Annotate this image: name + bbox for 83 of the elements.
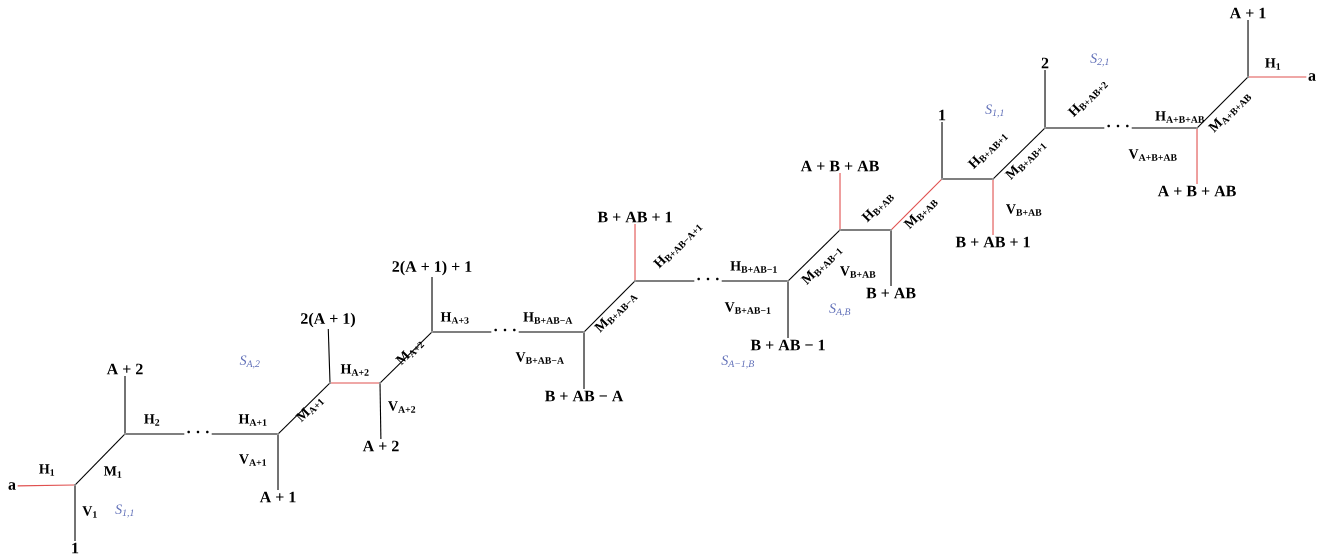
line-segment <box>1131 127 1197 129</box>
end-label: A + B + AB <box>1157 185 1236 197</box>
edge-label: H$_{B+AB−1}$ <box>730 261 777 273</box>
region-label: S$_{A,B}$ <box>829 303 851 317</box>
edge-label: H$_{A+3}$ <box>440 312 469 324</box>
line-segment <box>993 128 1045 179</box>
edge-label: V$_{B+AB}$ <box>1006 204 1042 216</box>
line-segment <box>635 280 695 282</box>
line-segment <box>278 383 330 434</box>
edge-label: H$_{A+2}$ <box>340 364 369 376</box>
line-segment <box>1248 76 1307 78</box>
line-segment <box>788 230 840 281</box>
line-segment <box>75 434 125 485</box>
line-segment <box>584 281 635 332</box>
line-segment <box>277 434 279 491</box>
edge-label: H$_{1}$ <box>1265 58 1281 70</box>
line-segment <box>992 179 994 236</box>
line-segment <box>583 332 585 390</box>
end-label: B + AB − A <box>544 390 624 402</box>
end-label: · · · <box>1107 124 1129 128</box>
line-segment <box>330 382 380 384</box>
end-label: A + B + AB <box>800 160 879 172</box>
region-label: S$_{A,2}$ <box>239 355 260 369</box>
edge-label: H$_{A+B+AB}$ <box>1155 111 1205 123</box>
region-label: S$_{1,1}$ <box>985 104 1004 118</box>
line-segment <box>1044 69 1046 128</box>
end-label: B + AB − 1 <box>750 339 825 351</box>
line-segment <box>1196 128 1198 185</box>
line-segment <box>1045 127 1105 129</box>
line-segment <box>74 485 76 542</box>
line-segment <box>211 433 278 435</box>
end-label: 2(A + 1) + 1 <box>392 260 472 276</box>
edge-label: V$_{B+AB−1}$ <box>724 302 771 314</box>
edge-label: V$_{A+2}$ <box>388 401 416 413</box>
end-label: 1 <box>72 542 79 554</box>
line-segment <box>327 328 331 383</box>
end-label: 2(A + 1) <box>301 312 355 328</box>
region-label: S$_{1,1}$ <box>115 504 134 518</box>
line-segment <box>432 331 492 333</box>
edge-label: H$_{1}$ <box>39 464 55 476</box>
edge-label: H$_{A+1}$ <box>238 414 267 426</box>
line-segment <box>840 229 891 231</box>
line-segment <box>891 179 942 230</box>
end-label: 1 <box>939 109 946 121</box>
edge-label: M$_{A+1}$ <box>295 398 325 423</box>
line-segment <box>17 484 75 487</box>
line-segment <box>125 433 185 435</box>
end-label: A + 2 <box>362 440 399 452</box>
edge-label: V$_{A+B+AB}$ <box>1128 149 1177 161</box>
line-segment <box>380 332 432 383</box>
line-segment <box>124 375 126 434</box>
end-label: · · · <box>697 277 719 281</box>
region-label: S$_{2,1}$ <box>1090 53 1109 67</box>
line-segment <box>721 280 788 282</box>
edge-label: M$_{1}$ <box>103 466 122 478</box>
end-label: 2 <box>1041 57 1049 69</box>
edge-label: V$_{1}$ <box>82 506 97 518</box>
line-segment <box>839 172 841 230</box>
line-segment <box>787 281 789 339</box>
end-label: A + 2 <box>106 363 143 375</box>
edge-label: V$_{B+AB−A}$ <box>515 352 564 364</box>
edge-label: H$_{B+AB−A}$ <box>523 312 573 324</box>
end-label: · · · <box>187 430 209 434</box>
end-label: A + 1 <box>259 491 296 503</box>
end-label: a <box>1308 73 1316 81</box>
end-label: B + AB + 1 <box>955 236 1030 248</box>
line-segment <box>379 383 382 440</box>
edge-label: H$_{2}$ <box>144 414 160 426</box>
end-label: B + AB + 1 <box>597 211 672 223</box>
end-label: A + 1 <box>1229 7 1266 19</box>
line-segment <box>890 230 892 287</box>
end-label: B + AB <box>866 287 916 299</box>
line-segment <box>431 276 433 332</box>
line-segment <box>1197 77 1248 128</box>
line-segment <box>1247 19 1249 77</box>
line-segment <box>942 178 993 180</box>
region-label: S$_{A−1,B}$ <box>721 355 754 369</box>
edge-label: V$_{A+1}$ <box>239 454 267 466</box>
end-label: · · · <box>494 328 516 332</box>
line-segment <box>941 121 943 179</box>
end-label: a <box>8 482 16 490</box>
line-segment <box>518 331 584 333</box>
line-segment <box>634 223 636 281</box>
